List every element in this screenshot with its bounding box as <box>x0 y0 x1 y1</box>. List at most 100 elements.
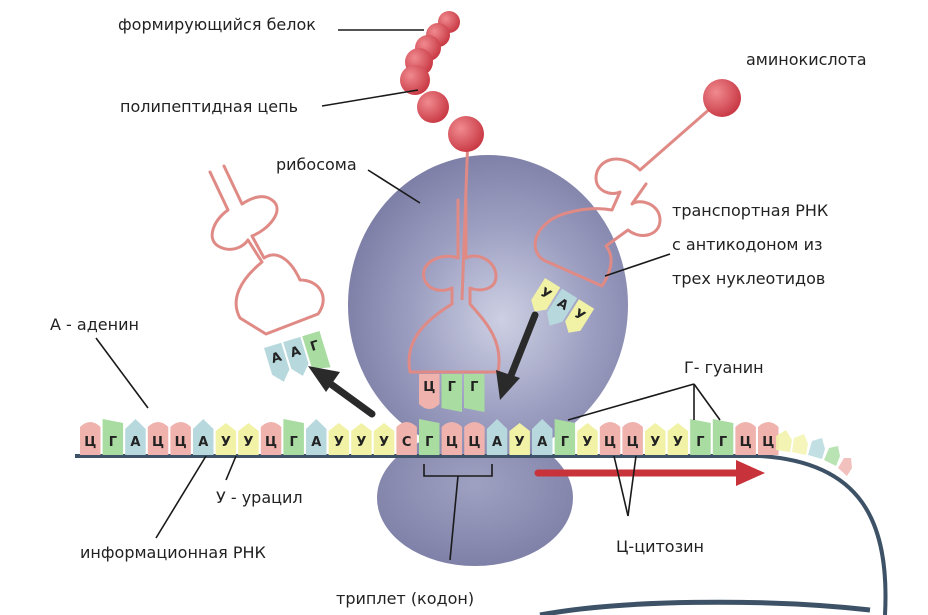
leader-ribosome <box>367 169 421 204</box>
mrna-nucleotide-letter: А <box>537 435 547 450</box>
mrna-nucleotide <box>102 419 124 455</box>
amino-acid <box>639 79 741 172</box>
mrna-nucleotide <box>599 422 621 455</box>
trna-leaving <box>208 164 325 336</box>
mrna-nucleotide <box>396 422 417 455</box>
mrna-nucleotide-letter: А <box>130 435 140 450</box>
mrna-nucleotide-letter: Ц <box>468 435 480 450</box>
mrna-nucleotide-letter: У <box>334 435 344 450</box>
mrna-nucleotide-letter: Г <box>696 435 704 450</box>
mrna-strand-tail <box>759 454 888 615</box>
mrna-nucleotide <box>193 419 214 455</box>
mrna-nucleotide-letter: Ц <box>152 435 164 450</box>
mrna-nucleotide <box>622 422 643 455</box>
anticodon-letter: Г <box>448 380 456 395</box>
mrna-nucleotide <box>735 422 756 455</box>
mrna-nucleotide <box>690 419 711 455</box>
leader-mrna <box>155 455 207 539</box>
mrna-nucleotide-letter: Ц <box>446 435 458 450</box>
mrna-nucleotide <box>80 422 101 455</box>
leader-adenine <box>95 337 149 409</box>
mrna-nucleotide <box>712 419 734 455</box>
anticodon-nucleotide <box>302 331 331 369</box>
mrna-nucleotide-letter: А <box>492 435 502 450</box>
label-ribosome: рибосома <box>276 155 357 174</box>
trna-incoming <box>533 157 662 288</box>
arrow-trna-entry <box>496 311 539 400</box>
mrna-nucleotide <box>577 423 598 455</box>
mrna-nucleotide <box>283 419 304 455</box>
mrna-nucleotide <box>419 419 440 455</box>
mrna-nucleotide <box>328 423 350 455</box>
mrna-nucleotide <box>260 422 282 455</box>
protein-bead <box>400 65 430 95</box>
mrna-nucleotide-letter: Ц <box>627 435 639 450</box>
mrna-nucleotide <box>238 423 259 455</box>
mrna-nucleotide <box>645 423 666 455</box>
mrna-nucleotide <box>147 422 169 455</box>
mrna-nucleotide-letter: Ц <box>265 435 277 450</box>
mrna-nucleotide-letter: А <box>198 435 208 450</box>
mrna-nucleotide <box>373 423 395 455</box>
anticodon-nucleotide <box>464 374 485 412</box>
mrna-nucleotide <box>351 423 372 455</box>
mrna-nucleotide <box>441 422 463 455</box>
arrow-trna-exit <box>308 366 376 418</box>
anticodon-letter: А <box>289 344 303 361</box>
anticodon-letter: А <box>270 350 284 367</box>
mrna-nucleotide-letter: Г <box>561 435 569 450</box>
label-polypeptide: полипептидная цепь <box>120 97 298 116</box>
protein-bead <box>448 116 484 152</box>
mrna-nucleotide-letter: У <box>650 435 660 450</box>
mrna-nucleotide-letter: Ц <box>84 435 96 450</box>
leader-guanine <box>567 383 721 421</box>
label-amino-acid: аминокислота <box>746 50 867 69</box>
mrna-nucleotide-letter: У <box>673 435 683 450</box>
mrna-nucleotide <box>464 422 485 455</box>
anticodon-nucleotide <box>565 299 595 333</box>
mrna-nucleotide-letter: Ц <box>604 435 616 450</box>
label-guanine: Г- гуанин <box>684 358 764 377</box>
mrna-nucleotide-letter: Ц <box>762 435 774 450</box>
label-codon: триплет (кодон) <box>336 589 474 608</box>
mrna-nucleotide <box>170 422 191 455</box>
amino-acid-bead <box>703 79 741 117</box>
leader-polypeptide <box>321 89 419 107</box>
mrna-nucleotide-letter: У <box>356 435 366 450</box>
protein-chain <box>400 11 484 301</box>
mrna-nucleotide <box>758 422 779 455</box>
ribosome-large-subunit <box>348 155 628 455</box>
anticodon-nucleotide <box>264 342 290 382</box>
mrna-nucleotide-letter: А <box>311 435 321 450</box>
label-adenine: А - аденин <box>50 315 139 334</box>
anticodon-nucleotide <box>419 374 440 409</box>
mrna-nucleotide-letter: Ц <box>175 435 187 450</box>
mrna-nucleotide-letter: Г <box>719 435 727 450</box>
mrna-tail-nucleotides <box>776 430 852 476</box>
codon-bracket <box>423 464 493 561</box>
mrna-nucleotide-letter: Ц <box>740 435 752 450</box>
label-trna-line3: трех нуклеотидов <box>672 269 825 288</box>
mrna-nucleotide-letter: С <box>402 435 412 450</box>
mrna-nucleotide-letter: У <box>582 435 592 450</box>
label-trna-line1: транспортная РНК <box>672 201 829 220</box>
mrna-nucleotide <box>306 419 327 455</box>
protein-bead <box>417 91 449 123</box>
arrow-ribosome-direction <box>534 460 765 486</box>
mrna-nucleotide <box>215 423 237 455</box>
anticodon-letter: Г <box>470 380 478 395</box>
anticodon-nucleotide <box>441 374 462 412</box>
anticodon-incoming: УАУ <box>531 278 595 333</box>
mrna-nucleotide-letter: У <box>221 435 231 450</box>
mrna-nucleotide <box>486 419 508 455</box>
mrna-strand-bottom <box>539 599 871 615</box>
anticodon-nucleotide <box>531 278 561 312</box>
mrna-nucleotide-letter: У <box>515 435 525 450</box>
mrna-nucleotide <box>125 419 146 455</box>
leader-cytosine <box>613 455 637 517</box>
label-trna-line2: с антикодоном из <box>672 235 822 254</box>
